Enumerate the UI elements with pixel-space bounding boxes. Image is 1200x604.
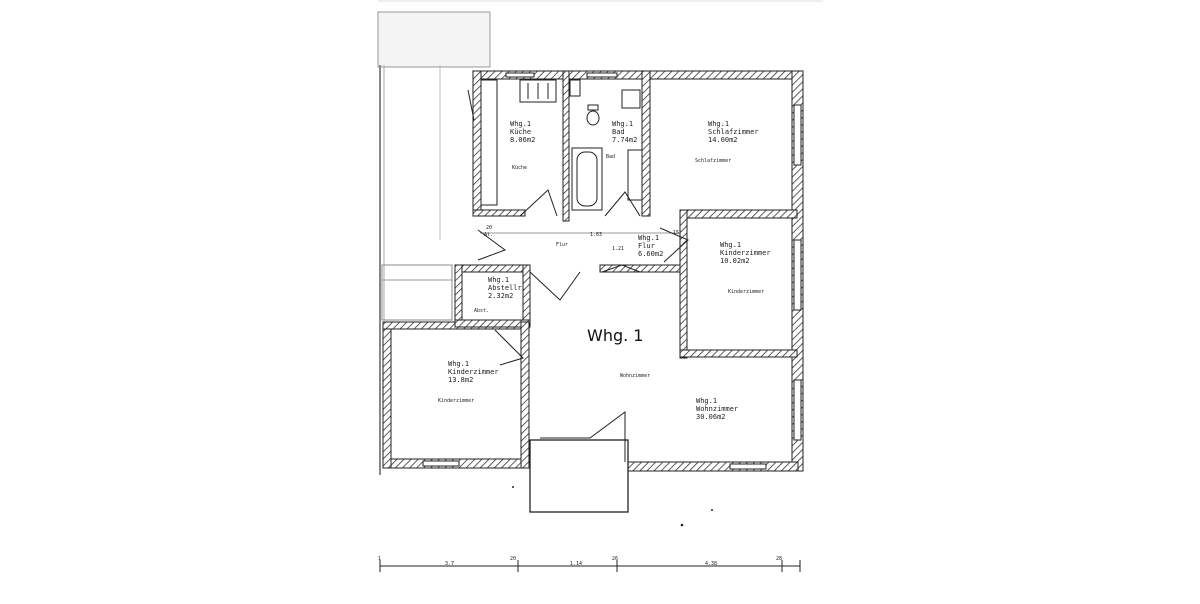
room-name: Flur [638, 242, 655, 250]
toilet [586, 104, 600, 126]
scale-seg2: 1.14 [570, 561, 582, 567]
scale-tick-d: 28 [776, 556, 782, 562]
room-name: Abstellr. [488, 284, 526, 292]
room-kinderzimmer-right: Whg.1 Kinderzimmer 10.02m2 Kinderzimmer [720, 241, 771, 295]
dim-20: 20 [486, 225, 492, 231]
room-name: Bad [612, 128, 625, 136]
room-schlafzimmer: Whg.1 Schlafzimmer 14.00m2 Schlafzimmer [695, 120, 759, 164]
room-caption: Bad [606, 154, 615, 160]
kitchen-counter [480, 79, 557, 206]
windows [422, 72, 802, 470]
room-area: 10.02m2 [720, 257, 750, 265]
bath-shower [627, 149, 643, 201]
room-abstellraum: Whg.1 Abstellr. 2.32m2 Abst. [474, 276, 526, 314]
room-name: Wohnzimmer [696, 405, 738, 413]
room-area: 8.06m2 [510, 136, 535, 144]
room-bad: Whg.1 Bad 7.74m2 Bad [606, 120, 637, 160]
room-unit: Whg.1 [708, 120, 729, 128]
room-name: Kinderzimmer [720, 249, 771, 257]
door-swings [467, 89, 689, 462]
scale-seg1: 3.7 [445, 561, 454, 567]
room-name: Küche [510, 128, 531, 136]
room-caption: Küche [512, 165, 527, 171]
plan-title: Whg. 1 [587, 326, 643, 345]
dim-1-21: 1.21 [612, 246, 624, 252]
scale-bar: 1 3.7 20 1.14 26 4.38 28 [378, 556, 801, 572]
room-caption: Flur [556, 242, 568, 248]
room-unit: Whg.1 [488, 276, 509, 284]
scan-artifacts [377, 0, 823, 475]
scale-seg3: 4.38 [705, 561, 717, 567]
dimension-labels: 20 At. 1.63 15 1.21 [480, 225, 680, 252]
scale-tick-c: 26 [612, 556, 618, 562]
room-caption: Kinderzimmer [438, 398, 474, 404]
bathtub [571, 147, 603, 211]
room-caption: Schlafzimmer [695, 158, 731, 164]
room-name: Schlafzimmer [708, 128, 759, 136]
room-kueche: Whg.1 Küche 8.06m2 Küche [510, 120, 535, 171]
room-area: 6.60m2 [638, 250, 663, 258]
room-caption: Wohnzimmer [620, 373, 650, 379]
room-kinderzimmer-left: Whg.1 Kinderzimmer 13.8m2 Kinderzimmer [438, 360, 499, 404]
room-area: 30.06m2 [696, 413, 726, 421]
scale-tick-a: 1 [378, 556, 381, 562]
room-unit: Whg.1 [720, 241, 741, 249]
room-area: 14.00m2 [708, 136, 738, 144]
room-area: 7.74m2 [612, 136, 637, 144]
interior-walls [454, 70, 798, 469]
room-area: 2.32m2 [488, 292, 513, 300]
room-name: Kinderzimmer [448, 368, 499, 376]
room-unit: Whg.1 [696, 397, 717, 405]
room-caption: Kinderzimmer [728, 289, 764, 295]
scan-dots [512, 486, 713, 527]
washbasin [569, 79, 641, 109]
room-unit: Whg.1 [612, 120, 633, 128]
dim-flur-width: 1.63 [590, 232, 602, 238]
balcony [529, 439, 629, 513]
room-unit: Whg.1 [510, 120, 531, 128]
room-wohnzimmer: Whg.1 Wohnzimmer 30.06m2 Wohnzimmer [620, 373, 738, 421]
room-flur: Whg.1 Flur 6.60m2 Flur [556, 234, 663, 258]
room-area: 13.8m2 [448, 376, 473, 384]
room-caption: Abst. [474, 308, 489, 314]
scale-tick-b: 20 [510, 556, 516, 562]
dim-at: At. [484, 232, 493, 238]
room-unit: Whg.1 [448, 360, 469, 368]
room-unit: Whg.1 [638, 234, 659, 242]
